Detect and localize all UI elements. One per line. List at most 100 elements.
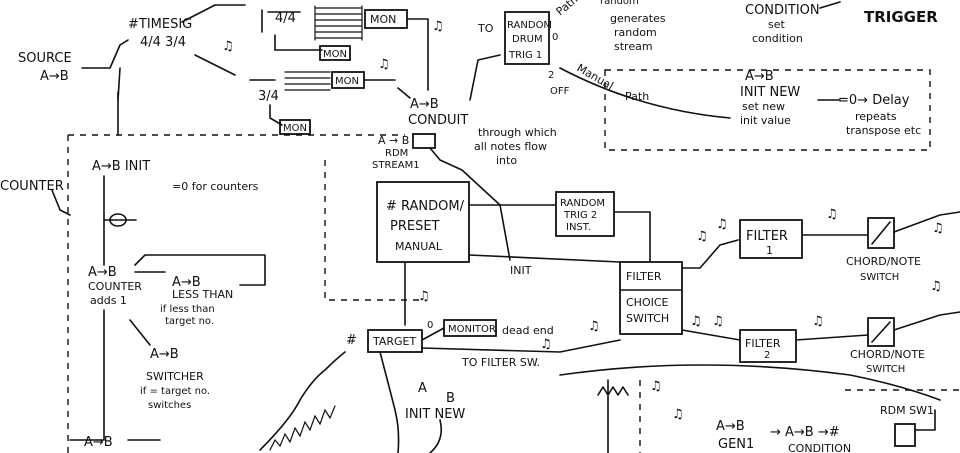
conduit-ab-label: A→B xyxy=(410,97,439,112)
rdm-sw1-out xyxy=(914,409,936,431)
rdm-stream-ab: A → B xyxy=(378,134,409,147)
filter1-a: FILTER xyxy=(746,229,788,244)
less-note-2: target no. xyxy=(165,316,214,327)
less-lbl: LESS THAN xyxy=(172,288,233,301)
mon-label-small-2: MON xyxy=(283,123,307,134)
condition-bottom-label: CONDITION xyxy=(788,442,851,453)
squiggle-wire-2 xyxy=(597,379,629,453)
path-mid-label: Path xyxy=(625,90,649,103)
filter-choice-2: CHOICE xyxy=(626,296,669,309)
bottom-arc xyxy=(559,364,941,401)
ts-34-link xyxy=(269,104,283,126)
target-to-monitor xyxy=(421,327,445,341)
conduit-note-3: into xyxy=(496,154,517,167)
choice-to-filter2 xyxy=(681,329,741,341)
counter-label: COUNTER xyxy=(0,179,64,194)
target-down-wire xyxy=(379,351,400,453)
note-icon-12: ♫ xyxy=(932,221,944,236)
to-filter-label: TO FILTER SW. xyxy=(461,356,540,369)
init-new-bottom: INIT NEW xyxy=(405,407,465,422)
random-trig2-3: INST. xyxy=(566,222,591,233)
delay-label: =0→ Delay xyxy=(838,93,910,108)
chord-switch-1-toggle xyxy=(871,221,891,245)
ts-44-link xyxy=(274,34,323,51)
random-trig2-2: TRIG 2 xyxy=(563,210,597,221)
target-box xyxy=(367,329,423,353)
dashed-region-init-new xyxy=(604,69,931,151)
init-new-bottom-a: A xyxy=(418,381,427,396)
mon-label-top: MON xyxy=(370,13,396,26)
counter-to-switcher xyxy=(129,319,151,346)
mon-box-small-1 xyxy=(319,45,351,61)
note-icon-2: ♫ xyxy=(432,19,444,34)
random-drum-box xyxy=(504,11,550,65)
ts-44-label: 4/4 xyxy=(275,11,296,26)
chord-note-1: CHORD/NOTE xyxy=(846,255,921,268)
gen-note-1: generates xyxy=(610,12,666,25)
ts-34-fan xyxy=(284,71,331,91)
source-label: SOURCE xyxy=(18,51,72,66)
trig2-to-filter xyxy=(613,211,651,263)
init-new-ab: A→B xyxy=(745,69,774,84)
condition-label: CONDITION xyxy=(745,3,820,18)
mon-label-small-1: MON xyxy=(323,49,347,60)
filter-choice-box xyxy=(619,261,683,335)
filter2-out xyxy=(795,334,869,341)
filter-choice-1: FILTER xyxy=(626,270,662,283)
note-icon-6: ♫ xyxy=(716,217,728,232)
preset-to-filter xyxy=(468,254,621,263)
timesig-label: #TIMESIG xyxy=(128,17,192,32)
dashed-region-bottom xyxy=(639,380,960,453)
filter1-b: 1 xyxy=(766,244,773,257)
drum-num-0: 0 xyxy=(552,32,558,43)
random-small-label: random xyxy=(600,0,639,7)
gen-note-3: stream xyxy=(614,40,653,53)
init-new-bottom-b: B xyxy=(446,391,455,406)
mon-box-small-2 xyxy=(279,119,311,135)
chord2-out xyxy=(893,311,960,331)
counter-lbl-1: COUNTER xyxy=(88,280,142,293)
squiggle-wire-1 xyxy=(259,351,346,451)
condition-arrow xyxy=(819,1,841,9)
rdm-sw1-label: RDM SW1 xyxy=(880,404,934,417)
random-drum-label: RANDOM xyxy=(507,20,552,31)
off-label: OFF xyxy=(550,86,570,97)
counter-ab: A→B xyxy=(88,265,117,280)
switcher-ab: A→B xyxy=(150,347,179,362)
init-note: =0 for counters xyxy=(172,180,259,193)
manual-path-curve xyxy=(559,67,731,119)
manual-top-label: Manual xyxy=(575,61,616,92)
note-icon-5: ♫ xyxy=(696,229,708,244)
note-icon-7: ♫ xyxy=(690,314,702,329)
random-preset-1: # RANDOM/ xyxy=(386,199,465,214)
filter1-box xyxy=(739,219,803,259)
ts-44-ticks xyxy=(261,9,301,33)
rdm-stream-2: STREAM1 xyxy=(372,160,420,171)
ts-34-label: 3/4 xyxy=(258,89,279,104)
init-label: INIT xyxy=(510,264,532,277)
mon-label-mid: MON xyxy=(335,76,359,87)
timesig-arrow-up xyxy=(181,4,246,23)
delay-note-2: transpose etc xyxy=(846,124,921,137)
trig1-label: TRIG 1 xyxy=(508,50,542,61)
dead-end-label: dead end xyxy=(502,324,554,337)
conduit-note-2: all notes flow xyxy=(474,140,547,153)
mon-top-out xyxy=(406,18,429,91)
target-label: TARGET xyxy=(372,335,417,348)
note-icon-16: ♫ xyxy=(672,407,684,422)
less-note-1: if less than xyxy=(160,304,215,315)
conduit-to-drum xyxy=(469,54,501,101)
filter2-box xyxy=(739,329,797,363)
switcher-lbl: SWITCHER xyxy=(146,370,204,383)
monitor-label: MONITOR xyxy=(448,324,496,335)
chord-note-2: CHORD/NOTE xyxy=(850,348,925,361)
init-new-note-1: set new xyxy=(742,100,785,113)
choice-to-filter1 xyxy=(681,239,739,269)
drum-num-2: 2 xyxy=(548,70,554,81)
note-icon-10: ♫ xyxy=(826,207,838,222)
bottom-ab: A→B xyxy=(84,435,113,450)
target-hash: # xyxy=(346,333,357,348)
random-preset-2: PRESET xyxy=(390,219,440,234)
note-icon-13: ♫ xyxy=(930,279,942,294)
filter-choice-3: SWITCH xyxy=(626,312,669,325)
